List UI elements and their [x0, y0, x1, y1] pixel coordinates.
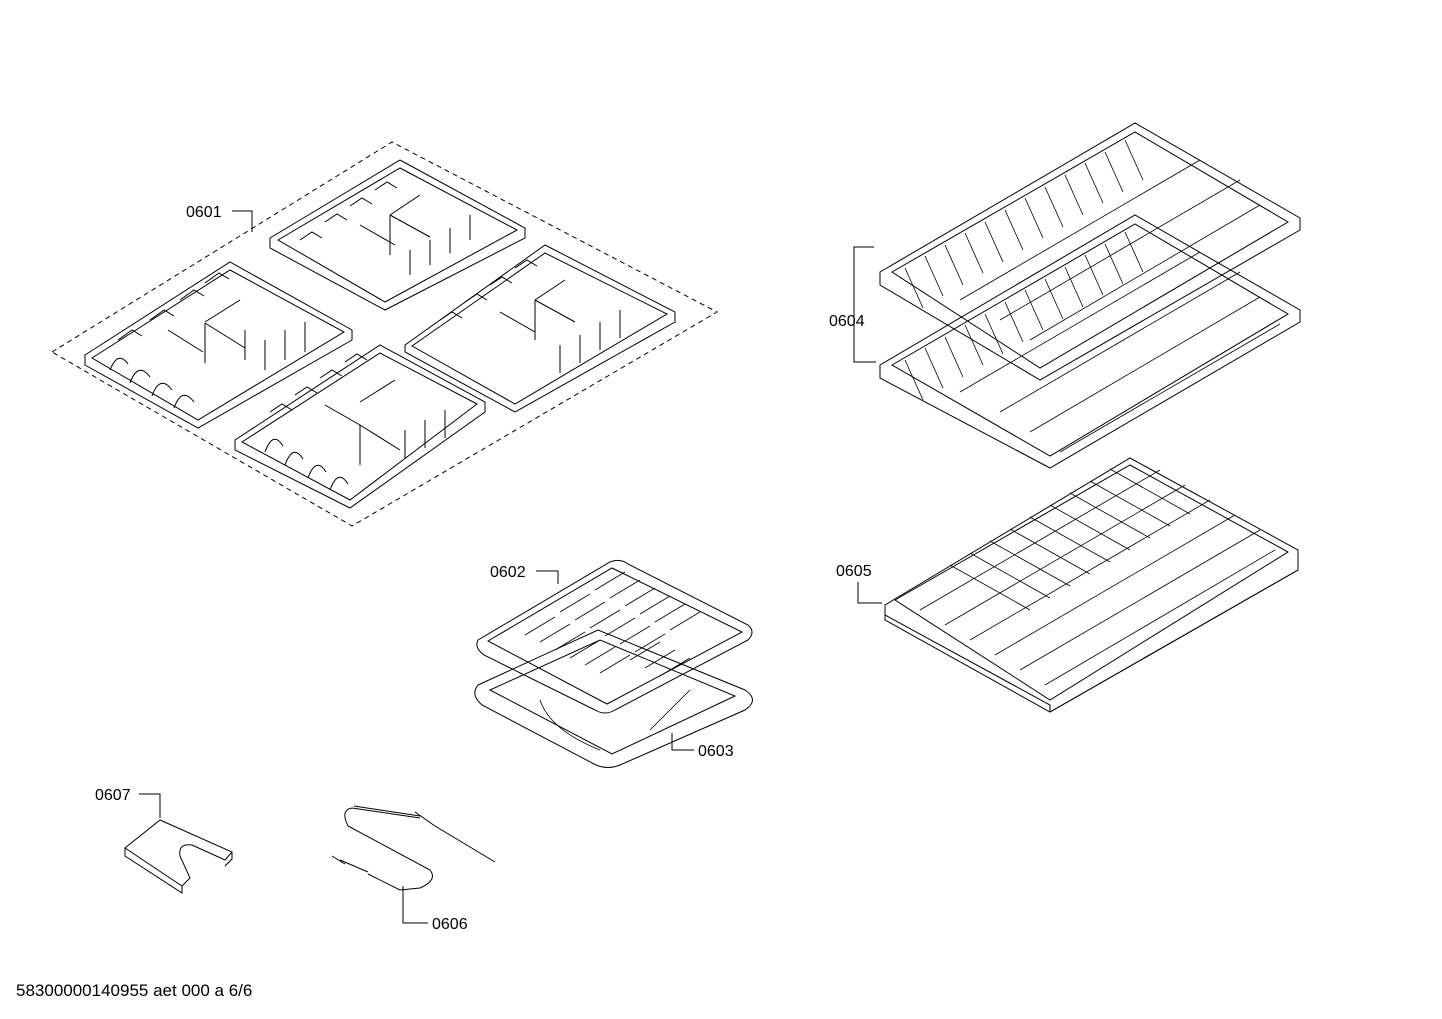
callout-0604: 0604: [829, 246, 876, 363]
callout-0601: 0601: [186, 204, 253, 232]
meat-probe-icon: [331, 805, 496, 891]
callout-label-0606: 0606: [432, 916, 468, 933]
leader-line-0601: [232, 210, 253, 232]
leader-line-0604: [853, 246, 876, 363]
callout-label-0605: 0605: [836, 563, 872, 580]
callout-label-0607: 0607: [95, 787, 131, 804]
callout-label-0604: 0604: [829, 313, 865, 330]
leader-line-0602: [536, 570, 559, 584]
callout-label-0601: 0601: [186, 204, 222, 221]
callout-label-0603: 0603: [698, 743, 734, 760]
callout-0607: 0607: [95, 787, 161, 818]
callout-0606: 0606: [402, 886, 468, 933]
burner-grates-icon: [51, 141, 719, 527]
oven-racks-icon: [879, 122, 1301, 469]
callout-0602: 0602: [490, 564, 559, 584]
callout-0603: 0603: [671, 733, 734, 760]
leader-line-0603: [671, 733, 694, 751]
leader-line-0607: [139, 793, 161, 818]
callout-0605: 0605: [836, 563, 882, 604]
callout-label-0602: 0602: [490, 564, 526, 581]
broil-pan-icon: [474, 629, 753, 768]
leader-line-0605: [857, 582, 882, 604]
leader-line-0606: [402, 886, 428, 924]
telescopic-rack-icon: [884, 457, 1299, 713]
bracket-icon: [124, 819, 233, 894]
document-code: 58300000140955 aet 000 a 6/6: [16, 981, 252, 1000]
